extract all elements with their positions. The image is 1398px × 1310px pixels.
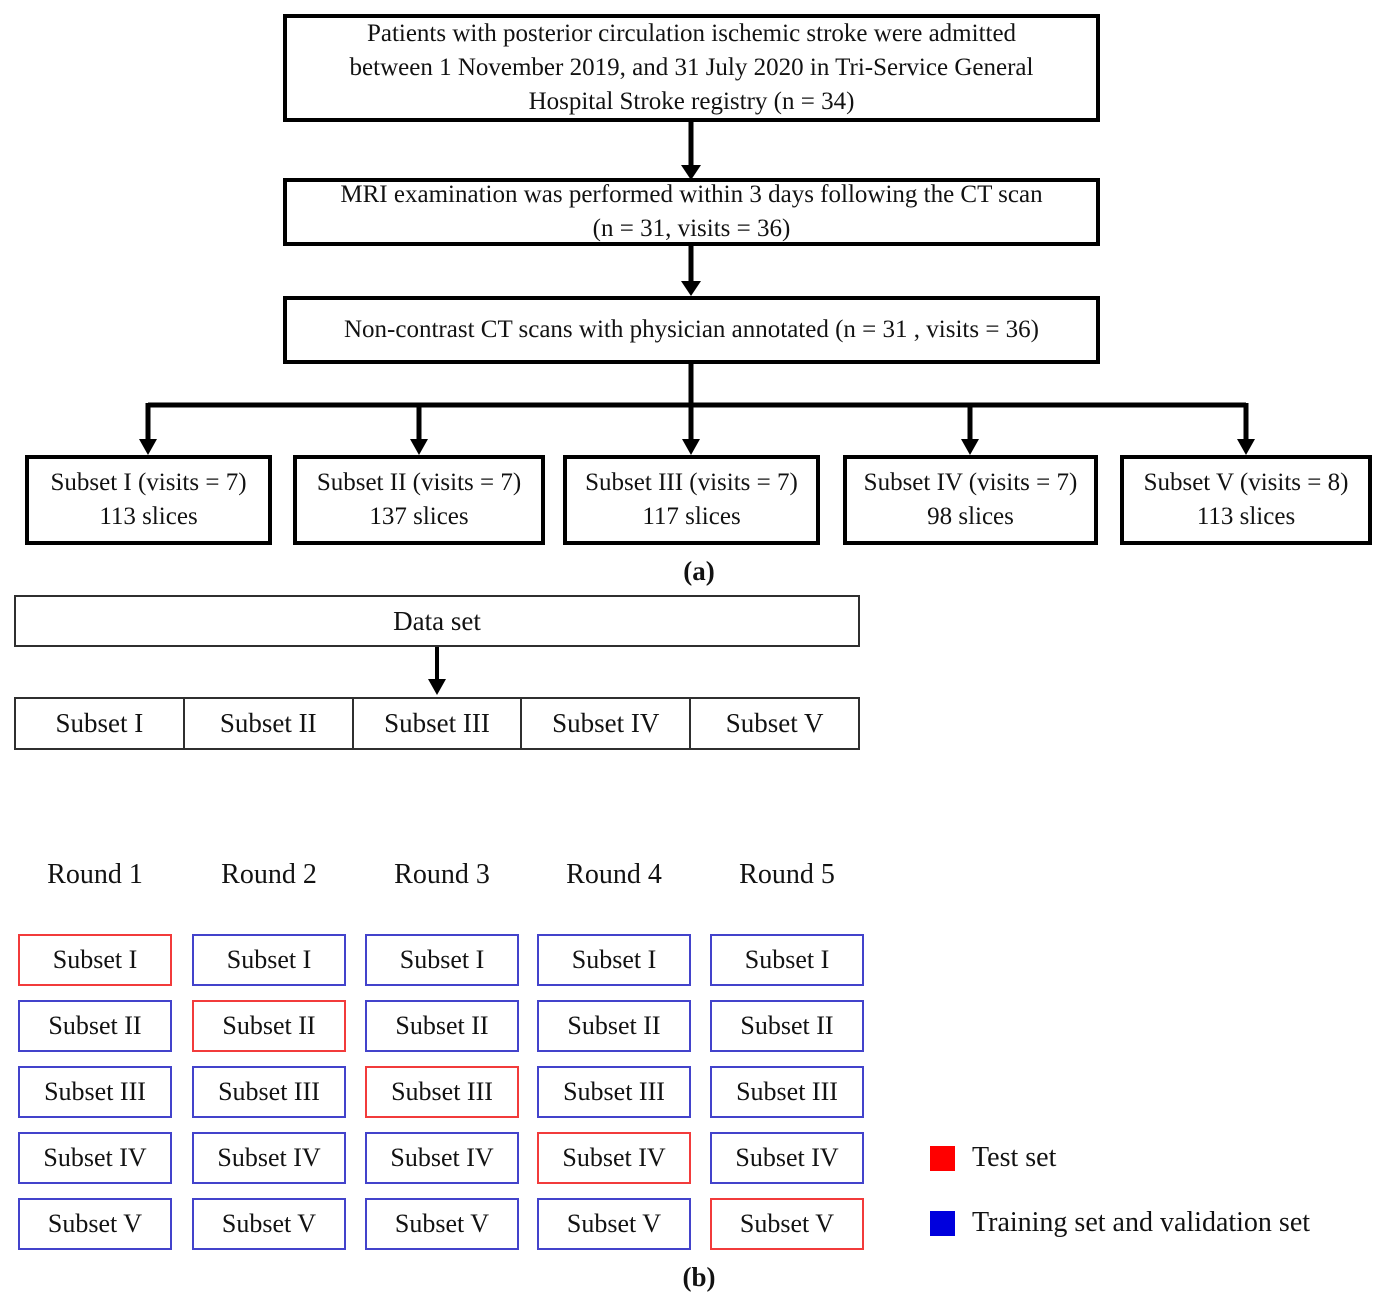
registry-box-line2: between 1 November 2019, and 31 July 202… — [349, 54, 1034, 81]
round-4-header: Round 4 — [566, 859, 662, 890]
arrowhead — [961, 439, 979, 455]
arrowhead — [682, 439, 700, 455]
subset-row-label-2: Subset II — [219, 708, 317, 738]
round-2-subset-5-train: Subset V — [192, 1198, 346, 1250]
round-1-subset-4-train: Subset IV — [18, 1132, 172, 1184]
round-2-subset-4-train: Subset IV — [192, 1132, 346, 1184]
round-2-subset-2-test: Subset II — [192, 1000, 346, 1052]
round-2-subset-3-train: Subset III — [192, 1066, 346, 1118]
subset-box-3-title: Subset III (visits = 7) — [585, 469, 798, 496]
training-set-label: Training set and validation set — [972, 1207, 1311, 1238]
round-5-subset-4-train: Subset IV — [710, 1132, 864, 1184]
subset-row-cell-2: Subset II — [182, 699, 352, 748]
round-2-header: Round 2 — [221, 859, 317, 890]
registry-box-line3: Hospital Stroke registry (n = 34) — [528, 88, 855, 115]
subset-row-cell-3: Subset III — [351, 699, 521, 748]
round-column-4: Round 4 Subset I Subset II Subset III Su… — [537, 855, 691, 1264]
round-column-2: Round 2 Subset I Subset II Subset III Su… — [192, 855, 346, 1264]
round-4-subset-5-train: Subset V — [537, 1198, 691, 1250]
subset-row: Subset I Subset II Subset III Subset IV … — [14, 697, 860, 750]
round-4-subset-4-test: Subset IV — [537, 1132, 691, 1184]
mri-box-line1: MRI examination was performed within 3 d… — [340, 181, 1043, 208]
round-2-subset-1-train: Subset I — [192, 934, 346, 986]
round-3-subset-4-train: Subset IV — [365, 1132, 519, 1184]
test-set-label: Test set — [972, 1142, 1057, 1173]
round-4-subset-3-train: Subset III — [537, 1066, 691, 1118]
subset-row-label-3: Subset III — [384, 708, 490, 738]
subset-box-4-slices: 98 slices — [927, 503, 1014, 530]
registry-box: Patients with posterior circulation isch… — [283, 14, 1100, 122]
subset-row-label-1: Subset I — [55, 708, 144, 738]
round-3-subset-5-train: Subset V — [365, 1198, 519, 1250]
dataset-box: Data set — [14, 595, 860, 647]
ct-box: Non-contrast CT scans with physician ann… — [283, 296, 1100, 364]
subset-box-2-title: Subset II (visits = 7) — [316, 469, 522, 496]
round-3-subset-2-train: Subset II — [365, 1000, 519, 1052]
round-5-subset-1-train: Subset I — [710, 934, 864, 986]
round-column-5: Round 5 Subset I Subset II Subset III Su… — [710, 855, 864, 1264]
ct-box-line1: Non-contrast CT scans with physician ann… — [344, 316, 1039, 343]
subset-box-1-slices: 113 slices — [99, 503, 198, 530]
round-1-subset-2-train: Subset II — [18, 1000, 172, 1052]
subset-box-3: Subset III (visits = 7) 117 slices — [563, 455, 820, 545]
round-5-subset-3-train: Subset III — [710, 1066, 864, 1118]
arrowhead — [681, 281, 701, 296]
dataset-label: Data set — [393, 605, 481, 636]
subset-box-4: Subset IV (visits = 7) 98 slices — [843, 455, 1098, 545]
mri-box: MRI examination was performed within 3 d… — [283, 178, 1100, 246]
legend: Test set Training set and validation set — [930, 1142, 1310, 1272]
round-4-subset-1-train: Subset I — [537, 934, 691, 986]
subset-row-cell-5: Subset V — [689, 699, 858, 748]
subset-row-cell-1: Subset I — [16, 699, 183, 748]
subset-box-4-title: Subset IV (visits = 7) — [863, 469, 1078, 496]
subset-box-5: Subset V (visits = 8) 113 slices — [1120, 455, 1372, 545]
subset-box-3-slices: 117 slices — [642, 503, 741, 530]
training-set-swatch-icon — [930, 1210, 955, 1236]
legend-row-test: Test set — [930, 1142, 1310, 1174]
arrowhead — [1237, 439, 1255, 455]
subset-box-2-slices: 137 slices — [369, 503, 469, 530]
arrowhead — [428, 679, 446, 695]
legend-row-train: Training set and validation set — [930, 1207, 1310, 1239]
subset-box-2: Subset II (visits = 7) 137 slices — [293, 455, 545, 545]
round-1-subset-1-test: Subset I — [18, 934, 172, 986]
round-5-subset-5-test: Subset V — [710, 1198, 864, 1250]
round-5-subset-2-train: Subset II — [710, 1000, 864, 1052]
subset-box-1: Subset I (visits = 7) 113 slices — [25, 455, 272, 545]
arrowhead — [410, 439, 428, 455]
subset-row-cell-4: Subset IV — [520, 699, 689, 748]
caption-a: (a) — [683, 556, 715, 586]
subset-box-5-title: Subset V (visits = 8) — [1143, 469, 1349, 496]
round-column-3: Round 3 Subset I Subset II Subset III Su… — [365, 855, 519, 1264]
subset-box-5-slices: 113 slices — [1196, 503, 1296, 530]
arrowhead — [139, 439, 157, 455]
round-3-subset-1-train: Subset I — [365, 934, 519, 986]
registry-box-line1: Patients with posterior circulation isch… — [366, 20, 1017, 47]
round-3-subset-3-test: Subset III — [365, 1066, 519, 1118]
subset-row-label-5: Subset V — [725, 708, 824, 738]
mri-box-line2: (n = 31, visits = 36) — [592, 215, 791, 242]
round-5-header: Round 5 — [739, 859, 835, 890]
round-column-1: Round 1 Subset I Subset II Subset III Su… — [18, 855, 172, 1264]
round-3-header: Round 3 — [394, 859, 490, 890]
test-set-swatch-icon — [930, 1145, 955, 1171]
round-1-subset-5-train: Subset V — [18, 1198, 172, 1250]
round-1-subset-3-train: Subset III — [18, 1066, 172, 1118]
subset-row-label-4: Subset IV — [552, 708, 660, 738]
round-4-subset-2-train: Subset II — [537, 1000, 691, 1052]
caption-b: (b) — [682, 1262, 716, 1292]
subset-box-1-title: Subset I (visits = 7) — [50, 469, 247, 496]
round-1-header: Round 1 — [47, 859, 143, 890]
